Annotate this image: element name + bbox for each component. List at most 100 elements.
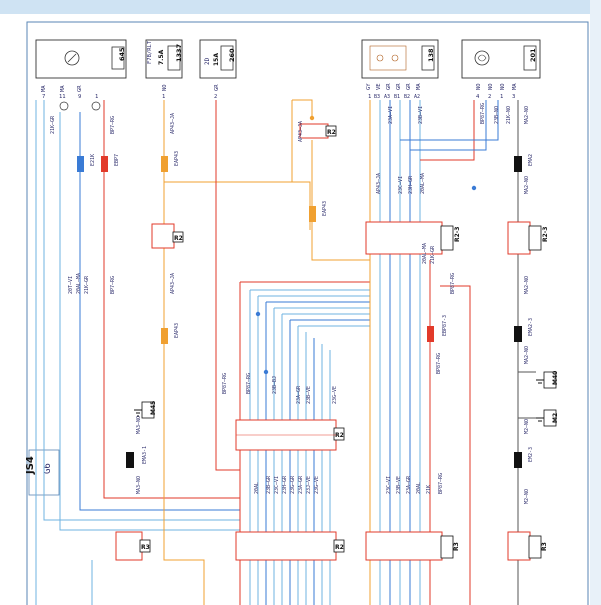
svg-text:23B—NO: 23B—NO (494, 106, 500, 124)
svg-text:B2: B2 (404, 94, 410, 100)
svg-text:AP43—JA: AP43—JA (170, 273, 176, 294)
svg-text:20T—VI: 20T—VI (68, 276, 74, 294)
ground-m45: M45 (134, 401, 157, 419)
component-1337-amp: 7.5A (158, 49, 165, 65)
svg-text:NO: NO (488, 83, 494, 90)
svg-text:23B—GR: 23B—GR (266, 475, 272, 494)
inline-splice-ema3-1 (126, 452, 134, 468)
svg-text:BP87—RG: BP87—RG (222, 373, 228, 394)
svg-text:23B—VE: 23B—VE (396, 476, 402, 494)
inline-splice-eap43-3 (309, 206, 316, 222)
svg-text:11: 11 (59, 94, 66, 100)
component-645-box (35, 39, 127, 79)
connector-r2-top: R2 (299, 123, 337, 139)
splice-points (255, 115, 477, 375)
svg-text:B3: B3 (374, 94, 380, 100)
inline-splice-e21k (77, 156, 84, 172)
svg-text:23A—GR: 23A—GR (406, 475, 412, 494)
svg-text:1: 1 (500, 94, 503, 100)
svg-text:AP43—JA: AP43—JA (170, 113, 176, 134)
svg-text:1: 1 (95, 94, 98, 100)
svg-text:EAP43: EAP43 (174, 323, 180, 338)
svg-text:MA2—NO: MA2—NO (524, 276, 530, 294)
component-138-id: 138 (427, 48, 435, 62)
svg-text:R2: R2 (327, 129, 336, 136)
svg-text:23B—BJ: 23B—BJ (272, 376, 278, 394)
ground-m40-label: M40 (552, 371, 559, 385)
inline-splice-ebp87 (427, 326, 434, 342)
sensor-icon (64, 50, 80, 66)
svg-text:M2—NO: M2—NO (524, 489, 530, 504)
component-1337-id: 1337 (175, 44, 183, 62)
svg-text:BP87—RG: BP87—RG (438, 473, 444, 494)
relay-icon (369, 45, 407, 71)
svg-text:R2: R2 (174, 235, 183, 242)
component-260-id: 260 (228, 48, 236, 62)
svg-text:B1: B1 (394, 94, 400, 100)
svg-text:GR: GR (386, 83, 392, 90)
svg-text:EBP87-3: EBP87-3 (442, 315, 448, 336)
svg-text:A2: A2 (414, 94, 420, 100)
svg-text:21K—GR: 21K—GR (50, 115, 56, 134)
svg-text:NO: NO (500, 83, 506, 90)
svg-text:23A—GR: 23A—GR (298, 475, 304, 494)
svg-text:MA: MA (60, 85, 66, 92)
svg-text:R3: R3 (141, 544, 150, 551)
diagram-frame (26, 21, 589, 605)
svg-text:A3: A3 (384, 94, 390, 100)
svg-text:MA2—NO: MA2—NO (524, 346, 530, 364)
connector-r3-far-right: R3 (507, 531, 548, 561)
inline-splice-eap43-2 (161, 328, 168, 344)
motor-icon (474, 50, 490, 66)
svg-text:GR: GR (406, 83, 412, 90)
svg-text:23C—VI: 23C—VI (274, 476, 280, 494)
connector-r2-bottom: R2 (235, 531, 345, 561)
inline-splice-em2-3 (514, 452, 522, 468)
inline-splice-ema2 (514, 156, 522, 172)
svg-text:M2—NO: M2—NO (524, 419, 530, 434)
svg-text:VE: VE (376, 83, 382, 90)
svg-text:MA: MA (512, 83, 518, 90)
svg-text:R2: R2 (335, 544, 344, 551)
svg-text:21K—GR: 21K—GR (84, 275, 90, 294)
svg-text:NO: NO (162, 84, 168, 91)
svg-text:EAP43: EAP43 (174, 151, 180, 166)
svg-text:EAP43: EAP43 (322, 201, 328, 216)
connector-r2-mid: R2 (151, 223, 184, 249)
connector-r2-3-b: R2-3 (507, 221, 549, 255)
svg-text:2: 2 (488, 94, 491, 100)
svg-text:EMA3-1: EMA3-1 (142, 446, 148, 464)
svg-text:23B—VE: 23B—VE (306, 386, 312, 404)
ground-m2: M2 (536, 409, 559, 427)
svg-text:23H—GR: 23H—GR (282, 475, 288, 494)
svg-text:R3: R3 (453, 542, 460, 551)
component-645-pins: MA 7 MA 11 GR 9 1 (41, 85, 101, 111)
svg-text:MA3—NO: MA3—NO (136, 476, 142, 494)
svg-text:R2: R2 (335, 432, 344, 439)
svg-text:E21K: E21K (90, 154, 96, 166)
component-201-id: 201 (529, 48, 537, 62)
component-201-pins: NO 4 NO 2 NO 1 MA 3 (476, 83, 518, 100)
wire-labels: 21K—GR BP7—RG AP43—JA EAP43 E21K EBP7 20… (50, 103, 534, 504)
frame-code: JS4 (25, 456, 36, 475)
svg-text:23G—GR: 23G—GR (290, 475, 296, 494)
svg-text:1: 1 (162, 94, 165, 100)
svg-text:23J—VE: 23J—VE (306, 476, 312, 494)
ground-symbol-icon (59, 101, 69, 111)
svg-text:3: 3 (512, 94, 515, 100)
svg-text:EMA2-3: EMA2-3 (528, 318, 534, 336)
svg-text:21K: 21K (426, 485, 432, 494)
svg-text:MA2—NO: MA2—NO (524, 176, 530, 194)
svg-text:23G—VE: 23G—VE (332, 386, 338, 404)
component-260-amp: 15A (213, 53, 220, 66)
svg-text:AP43—JA: AP43—JA (376, 173, 382, 194)
svg-text:23A—VI: 23A—VI (388, 106, 394, 124)
svg-text:R2-3: R2-3 (454, 227, 461, 242)
right-margin-band (590, 0, 601, 605)
svg-text:GY: GY (366, 83, 372, 90)
svg-text:20AL: 20AL (416, 482, 422, 494)
svg-text:MA3—NO: MA3—NO (136, 416, 142, 434)
inline-splice-ebp7 (101, 156, 108, 172)
